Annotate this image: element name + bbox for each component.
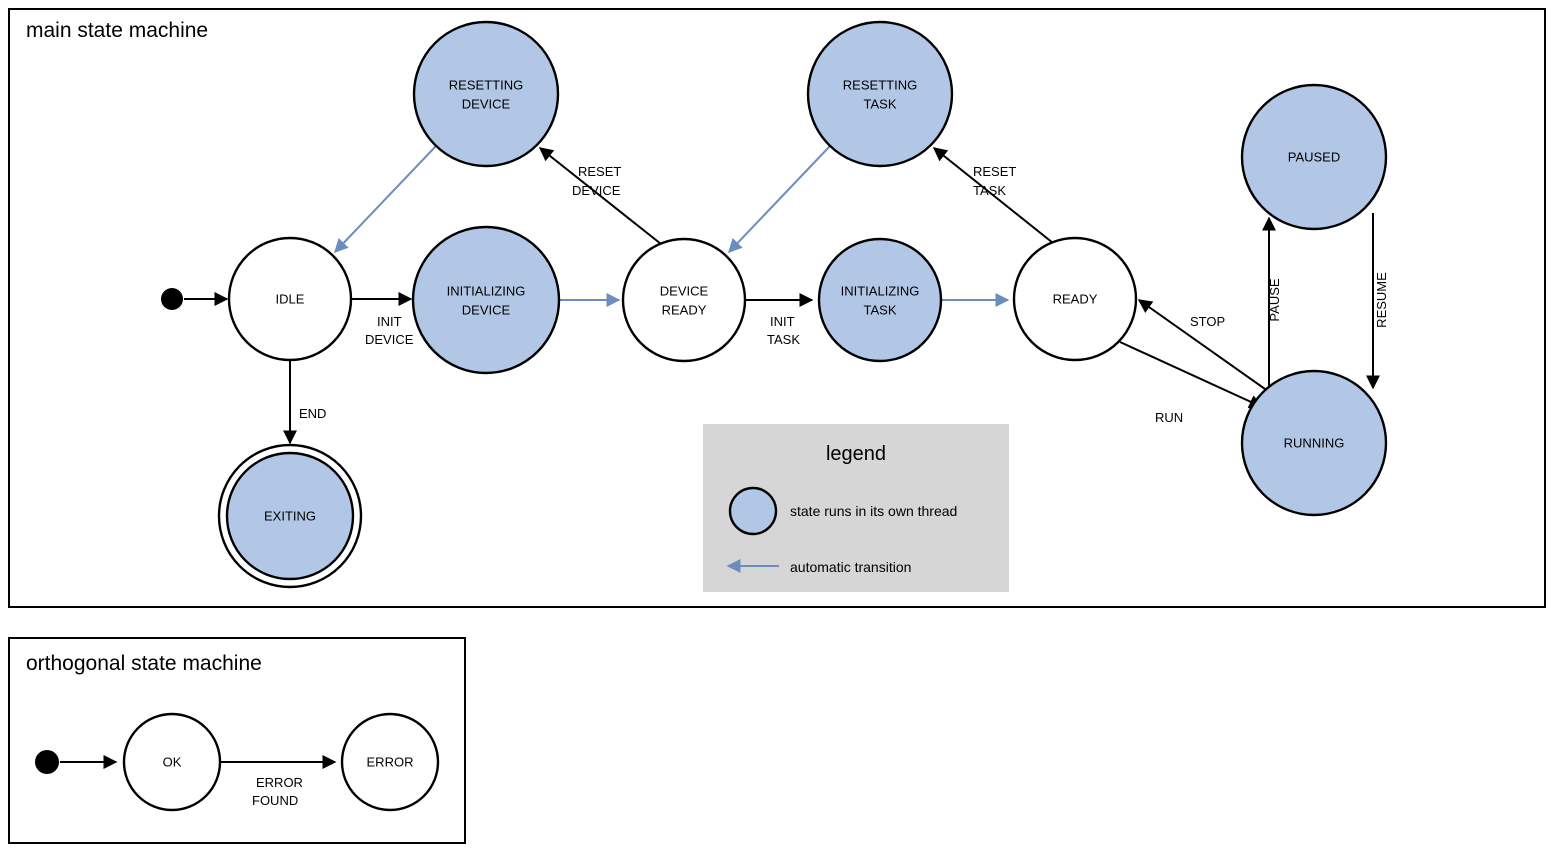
transition-resetting-device-to-idle (334, 145, 437, 254)
state-exiting[interactable]: EXITING (217, 443, 363, 589)
main-states: IDLE RESETTING DEVICE INITIALIZING DEVIC… (161, 20, 1388, 589)
state-initializing-device-circle[interactable] (411, 225, 561, 375)
state-resetting-task-label-line1: RESETTING (843, 77, 917, 92)
legend-thread-state-text: state runs in its own thread (790, 503, 957, 519)
state-initializing-device[interactable]: INITIALIZING DEVICE (411, 225, 561, 375)
state-ok-label: OK (163, 754, 182, 769)
transition-label-error-found-line2: FOUND (252, 793, 298, 808)
state-initializing-task-label-line1: INITIALIZING (841, 283, 920, 298)
state-initializing-device-label-line1: INITIALIZING (447, 283, 526, 298)
state-running[interactable]: RUNNING (1240, 369, 1388, 517)
state-initializing-task-circle[interactable] (817, 237, 943, 363)
state-resetting-task-circle[interactable] (806, 20, 954, 168)
transition-ready-to-resetting-task (932, 147, 1054, 244)
transition-label-reset-task-line1: RESET (973, 164, 1016, 179)
state-initializing-task-label-line2: TASK (864, 302, 897, 317)
legend: legend state runs in its own thread auto… (703, 424, 1009, 592)
state-resetting-device-circle[interactable] (412, 20, 560, 168)
state-initializing-task[interactable]: INITIALIZING TASK (817, 237, 943, 363)
state-paused-label: PAUSED (1288, 149, 1341, 164)
state-initializing-device-label-line2: DEVICE (462, 302, 511, 317)
main-frame-title: main state machine (26, 19, 208, 42)
state-ok-circle[interactable] (122, 712, 222, 812)
state-device-ready-label-line1: DEVICE (660, 283, 709, 298)
transition-label-init-device-line1: INIT (377, 314, 402, 329)
transition-label-run: RUN (1155, 410, 1183, 425)
state-device-ready-label-line2: READY (662, 302, 707, 317)
transition-label-init-device-line2: DEVICE (365, 332, 414, 347)
state-device-ready[interactable]: DEVICE READY (621, 237, 747, 363)
transition-device-ready-to-resetting-device (538, 147, 662, 245)
transition-ready-to-running (1119, 341, 1264, 409)
initial-state-dot-main (161, 288, 183, 310)
transition-label-stop: STOP (1190, 314, 1225, 329)
transition-label-reset-task-line2: TASK (973, 183, 1006, 198)
state-ok[interactable]: OK (122, 712, 222, 812)
state-idle-circle[interactable] (227, 236, 353, 362)
state-idle[interactable]: IDLE (227, 236, 353, 362)
orthogonal-frame-title: orthogonal state machine (26, 652, 262, 675)
state-resetting-task[interactable]: RESETTING TASK (806, 20, 954, 168)
initial-state-dot-orthogonal (35, 750, 59, 774)
orthogonal-states: OK ERROR (35, 712, 440, 812)
state-resetting-device[interactable]: RESETTING DEVICE (412, 20, 560, 168)
state-exiting-label: EXITING (264, 508, 316, 523)
state-resetting-device-label-line2: DEVICE (462, 96, 511, 111)
transition-label-init-task-line2: TASK (767, 332, 800, 347)
main-transitions: INIT DEVICE RESET DEVICE END INIT TASK R… (184, 145, 1389, 445)
state-paused[interactable]: PAUSED (1240, 83, 1388, 231)
transition-running-to-ready (1137, 299, 1266, 390)
state-running-label: RUNNING (1284, 435, 1345, 450)
state-paused-circle[interactable] (1240, 83, 1388, 231)
transition-label-reset-device-line2: DEVICE (572, 183, 621, 198)
orthogonal-transitions: ERROR FOUND (60, 755, 337, 808)
state-error[interactable]: ERROR (340, 712, 440, 812)
state-exiting-circle[interactable] (225, 451, 355, 581)
state-ready[interactable]: READY (1012, 236, 1138, 362)
state-running-circle[interactable] (1240, 369, 1388, 517)
transition-label-end: END (299, 406, 326, 421)
state-resetting-task-label-line2: TASK (864, 96, 897, 111)
state-device-ready-circle[interactable] (621, 237, 747, 363)
state-ready-circle[interactable] (1012, 236, 1138, 362)
transition-label-init-task-line1: INIT (770, 314, 795, 329)
state-ready-label: READY (1053, 291, 1098, 306)
legend-title: legend (826, 443, 886, 465)
legend-auto-transition-text: automatic transition (790, 559, 911, 575)
legend-entry-thread-state: state runs in its own thread (728, 486, 957, 536)
state-resetting-device-label-line1: RESETTING (449, 77, 523, 92)
transition-label-pause: PAUSE (1267, 278, 1282, 321)
state-error-circle[interactable] (340, 712, 440, 812)
legend-thread-state-swatch (728, 486, 778, 536)
transition-label-reset-device-line1: RESET (578, 164, 621, 179)
state-error-label: ERROR (367, 754, 414, 769)
transition-resetting-task-to-device-ready (728, 145, 831, 254)
transition-label-resume: RESUME (1374, 272, 1389, 328)
state-idle-label: IDLE (276, 291, 305, 306)
transition-label-error-found-line1: ERROR (256, 775, 303, 790)
legend-entry-auto-transition: automatic transition (726, 559, 911, 575)
